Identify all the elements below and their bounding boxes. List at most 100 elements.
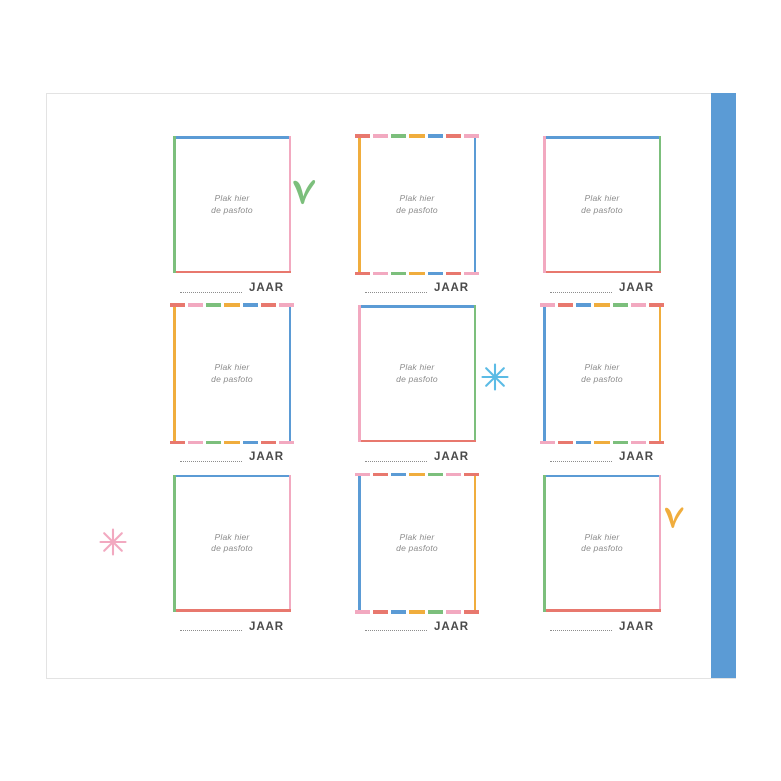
year-caption: JAAR [358,621,476,633]
frame-edge-right [658,305,661,443]
year-label: JAAR [249,282,284,294]
placeholder-line-1: Plak hier [214,362,250,373]
frame-dashed-edge-top [540,303,664,307]
frame-edge-bottom [358,439,476,443]
placeholder-line-1: Plak hier [584,531,620,542]
year-caption: JAAR [173,621,291,633]
frame-dashed-edge-bottom [170,440,294,445]
frame-edge-right [658,474,661,612]
frame-dashed-edge-top [355,134,479,138]
year-caption: JAAR [543,451,661,463]
frame-edge-bottom [173,270,291,273]
year-caption: JAAR [173,282,291,294]
frame-edge-bottom [543,270,661,273]
frame-edge-left [173,136,176,273]
placeholder-line-2: de pasfoto [581,543,623,554]
year-label: JAAR [434,282,469,294]
placeholder-line-2: de pasfoto [396,373,438,384]
placeholder-line-2: de pasfoto [211,373,253,384]
frame-edge-top [173,474,291,478]
year-write-in-line[interactable] [550,453,613,462]
year-caption: JAAR [543,282,661,294]
frame-edge-top [173,136,291,139]
year-caption: JAAR [358,451,476,463]
frame-edge-right [473,305,476,443]
placeholder-line-2: de pasfoto [211,543,253,554]
frame-dashed-edge-top [355,472,479,477]
frame-dashed-edge-bottom [540,440,664,445]
frame-edge-right [288,474,291,612]
year-write-in-line[interactable] [365,284,428,293]
frame-edge-right [658,136,661,273]
frame-edge-right [288,305,291,443]
placeholder-line-1: Plak hier [584,362,620,373]
year-label: JAAR [249,620,284,633]
year-label: JAAR [434,451,469,464]
frame-edge-top [543,474,661,478]
placeholder-line-2: de pasfoto [581,204,623,215]
year-caption: JAAR [543,621,661,633]
year-label: JAAR [249,451,284,464]
year-caption: JAAR [173,451,291,463]
year-label: JAAR [619,620,654,633]
frame-edge-left [543,305,546,443]
placeholder-line-1: Plak hier [399,193,435,204]
year-write-in-line[interactable] [365,453,428,462]
year-write-in-line[interactable] [550,284,613,293]
year-label: JAAR [434,620,469,633]
frame-edge-left [358,474,361,612]
frame-dashed-edge-bottom [355,610,479,614]
placeholder-line-1: Plak hier [214,531,250,542]
frame-edge-bottom [173,609,291,612]
frame-dashed-edge-top [170,303,294,307]
frame-edge-bottom [543,609,661,612]
frame-dashed-edge-bottom [355,271,479,275]
page-spine-bar [711,93,736,678]
placeholder-line-2: de pasfoto [396,204,438,215]
frame-edge-left [543,136,546,273]
year-write-in-line[interactable] [550,622,613,632]
year-write-in-line[interactable] [180,284,243,293]
year-label: JAAR [619,282,654,294]
year-write-in-line[interactable] [365,622,428,632]
placeholder-line-1: Plak hier [399,362,435,373]
frame-edge-top [543,136,661,139]
frame-edge-left [543,474,546,612]
frame-edge-left [358,136,361,273]
placeholder-line-2: de pasfoto [211,204,253,215]
year-write-in-line[interactable] [180,622,243,632]
year-caption: JAAR [358,282,476,294]
frame-edge-right [473,474,476,612]
placeholder-line-1: Plak hier [399,531,435,542]
year-write-in-line[interactable] [180,453,243,462]
frame-edge-right [473,136,476,273]
